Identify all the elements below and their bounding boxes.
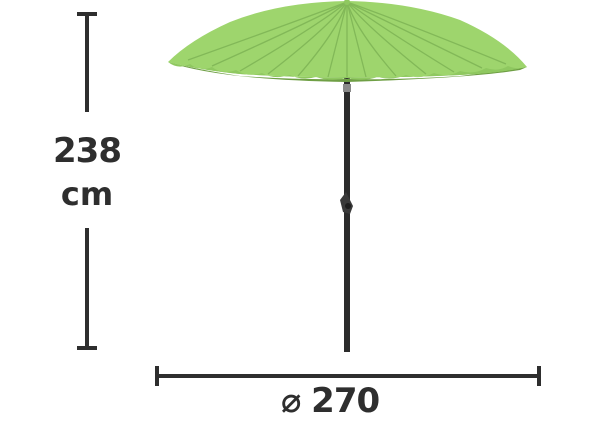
width-dimension-line bbox=[155, 366, 541, 386]
diameter-value-label: ⌀ 270 bbox=[280, 381, 380, 421]
product-image-canvas: 238 cm ⌀ 270 bbox=[53, 0, 541, 418]
parasol-illustration bbox=[77, 0, 541, 386]
height-unit-label: cm bbox=[60, 175, 114, 213]
height-value-label: 238 bbox=[53, 131, 122, 171]
height-dimension-line bbox=[77, 12, 97, 350]
parasol-pole bbox=[340, 48, 353, 352]
parasol-canopy bbox=[168, 0, 527, 82]
